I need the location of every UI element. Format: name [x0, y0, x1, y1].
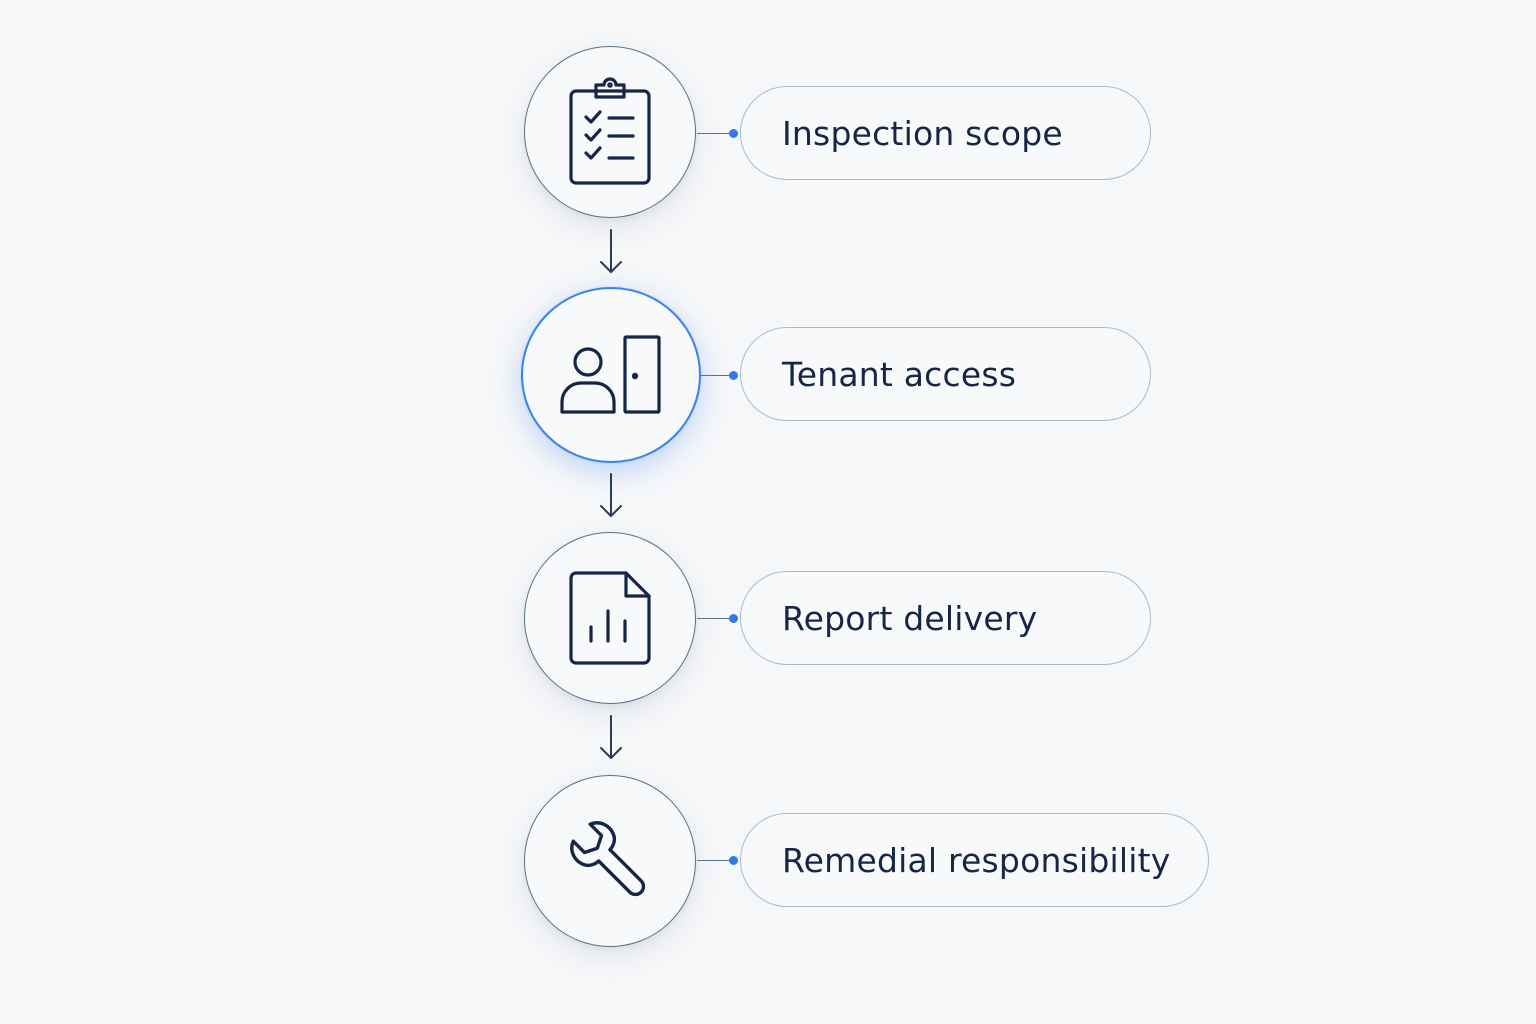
step-1-label: Inspection scope [782, 113, 1063, 153]
step-4-circle[interactable] [524, 775, 696, 947]
step-3-label: Report delivery [782, 598, 1038, 638]
arrow-down-icon [600, 715, 622, 759]
step-3-circle[interactable] [524, 532, 696, 704]
step-4-connector-dot [729, 856, 738, 865]
step-2-label: Tenant access [782, 354, 1017, 394]
report-chart-icon [569, 571, 651, 665]
step-4-label: Remedial responsibility [782, 840, 1171, 880]
step-2-circle[interactable] [521, 287, 701, 463]
step-1-connector [697, 133, 735, 134]
step-4-connector [697, 860, 735, 861]
step-2-connector-dot [729, 371, 738, 380]
arrow-down-icon [600, 229, 622, 273]
step-3-connector [697, 618, 735, 619]
clipboard-checklist-icon [569, 77, 651, 185]
step-3-connector-dot [729, 614, 738, 623]
wrench-icon [570, 821, 646, 897]
person-door-icon [560, 335, 661, 414]
step-4-pill[interactable]: Remedial responsibility [740, 813, 1209, 907]
step-2-pill[interactable]: Tenant access [740, 327, 1151, 421]
step-1-pill[interactable]: Inspection scope [740, 86, 1151, 180]
step-1-circle[interactable] [524, 46, 696, 218]
step-3-pill[interactable]: Report delivery [740, 571, 1151, 665]
step-2-connector [700, 375, 735, 376]
step-1-connector-dot [729, 129, 738, 138]
arrow-down-icon [600, 473, 622, 517]
